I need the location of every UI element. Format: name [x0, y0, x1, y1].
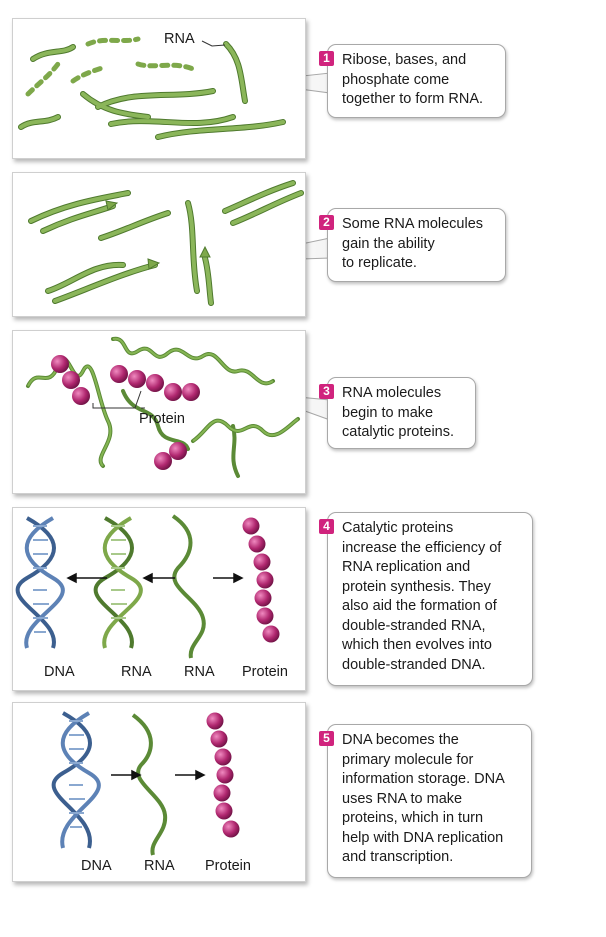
protein-beads [51, 355, 200, 470]
step-3-line-3: catalytic proteins. [342, 424, 455, 440]
step-1-text: Ribose, bases, and phosphate come togeth… [342, 51, 483, 110]
step-5-line-3: information storage. DNA [342, 771, 505, 787]
dna-helix [15, 516, 65, 649]
rna-makes-protein-art [26, 336, 300, 478]
step-5-line-5: proteins, which in turn [342, 810, 484, 826]
step-2-number: 2 [319, 215, 334, 230]
protein-chain [242, 517, 280, 643]
step-5-text: DNA becomes the primary molecule for inf… [342, 731, 505, 868]
step-4-line-1: Catalytic proteins [342, 520, 454, 536]
rna-label: RNA [164, 31, 195, 47]
protein-label: Protein [242, 664, 288, 680]
step-2-callout: 2 Some RNA molecules gain the ability to… [319, 208, 506, 282]
step-2-line-1: Some RNA molecules [342, 216, 484, 232]
step-1-line-2: phosphate come [342, 71, 450, 88]
step-4-number: 4 [319, 519, 334, 534]
step-4-line-6: double-stranded RNA, [342, 617, 486, 634]
step-5-line-4: uses RNA to make [342, 790, 463, 807]
step-4-line-3: RNA replication and [342, 559, 471, 575]
step-4-line-5: also aid the formation of [342, 598, 497, 614]
step-4-line-7: which then evolves into [342, 637, 492, 653]
rna-label: RNA [144, 858, 175, 874]
step-4-line-4: protein synthesis. They [342, 578, 491, 595]
dna-to-rna-to-protein-art [51, 711, 240, 856]
double-stranded-rna [93, 516, 143, 649]
panel-3: Protein [12, 330, 306, 494]
step-5-line-1: DNA becomes the [342, 732, 459, 748]
step-4-line-2: increase the efficiency of [342, 539, 502, 556]
rna-strand [131, 713, 168, 856]
rna-label-single: RNA [184, 664, 215, 680]
protein-label: Protein [205, 858, 251, 874]
step-3-line-2: begin to make [342, 404, 434, 421]
rna-fragments-art [18, 36, 286, 140]
step-3-number: 3 [319, 384, 334, 399]
step-3-line-1: RNA molecules [342, 385, 442, 401]
panel-2 [12, 172, 306, 317]
step-1-number: 1 [319, 51, 334, 66]
step-5-callout: 5 DNA becomes the primary molecule for i… [319, 724, 532, 878]
step-3-callout: 3 RNA molecules begin to make catalytic … [319, 377, 476, 449]
rna-label-double: RNA [121, 664, 152, 680]
dna-helix [51, 711, 101, 849]
protein-label: Protein [139, 411, 185, 427]
dna-rna-protein-evolution-art [15, 514, 280, 659]
step-1-callout: 1 Ribose, bases, and phosphate come toge… [319, 44, 506, 118]
step-4-text: Catalytic proteins increase the efficien… [342, 519, 501, 675]
dna-label: DNA [81, 858, 112, 874]
step-5-number: 5 [319, 731, 334, 746]
step-5-line-7: and transcription. [342, 849, 454, 865]
step-1-line-1: Ribose, bases, and [342, 52, 467, 68]
panel-1: RNA [12, 18, 306, 159]
step-3-text: RNA molecules begin to make catalytic pr… [342, 384, 454, 443]
step-1-line-3: together to form RNA. [342, 91, 484, 107]
step-2-text: Some RNA molecules gain the ability to r… [342, 215, 483, 274]
rna-leader-line [201, 40, 226, 47]
step-2-line-3: to replicate. [342, 255, 417, 271]
single-stranded-rna [171, 514, 206, 659]
step-4-line-8: double-stranded DNA. [342, 656, 486, 673]
protein-chain [206, 712, 240, 838]
step-2-line-2: gain the ability [342, 235, 435, 252]
dna-label: DNA [44, 664, 75, 680]
step-5-line-2: primary molecule for [342, 751, 474, 768]
panel-5: DNA RNA Protein [12, 702, 306, 882]
step-5-line-6: help with DNA replication [342, 829, 504, 846]
protein-leader-line [92, 390, 145, 409]
step-4-callout: 4 Catalytic proteins increase the effici… [319, 512, 533, 686]
panel-4: DNA RNA RNA Protein [12, 507, 306, 691]
rna-replication-art [28, 180, 304, 306]
